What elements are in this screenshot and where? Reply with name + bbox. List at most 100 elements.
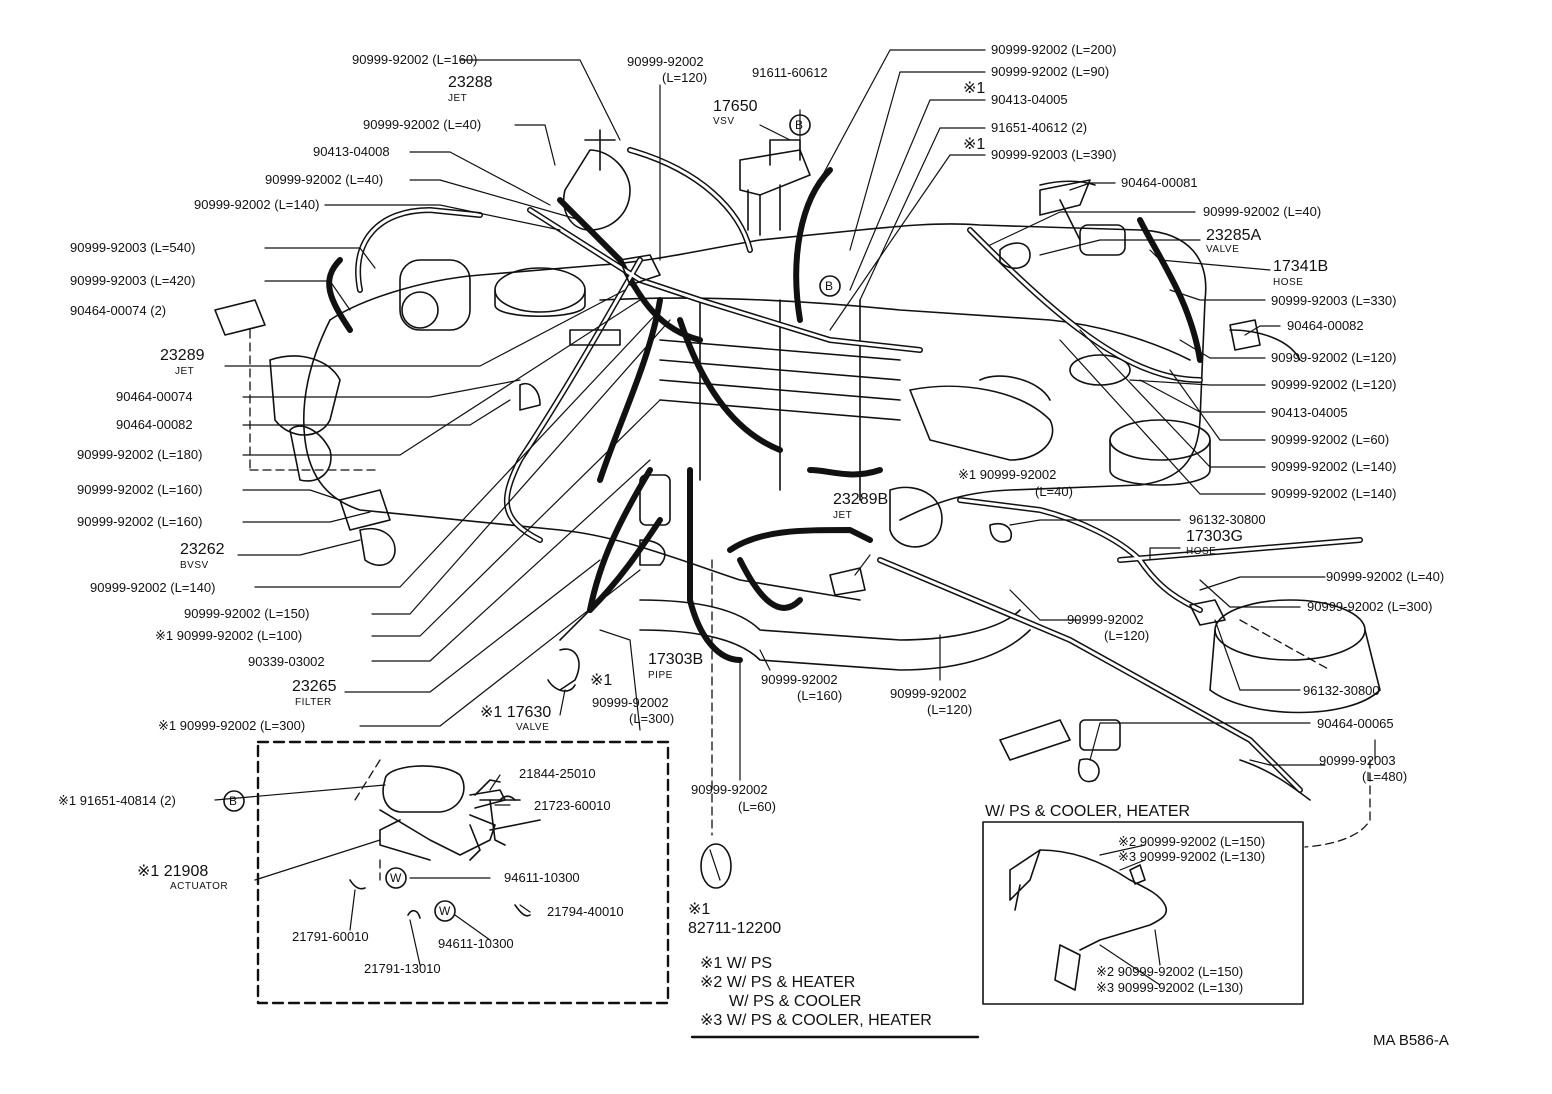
leader-lines — [214, 49, 1376, 986]
label-hose-l40-b: 90999-92002 (L=40) — [265, 172, 384, 187]
label-96132-30800-a: 96132-30800 — [1189, 512, 1266, 527]
label-21844-25010: 21844-25010 — [519, 766, 596, 781]
small-parts — [214, 139, 1311, 801]
label-mark-12200: ※1 — [688, 901, 711, 918]
label-hose-r-l40-b: 90999-92002 (L=40) — [1326, 569, 1445, 584]
label-21723-60010: 21723-60010 — [534, 798, 611, 813]
label-23285a: 23285A — [1206, 227, 1262, 244]
label-hose-r-l480-len: (L=480) — [1362, 769, 1408, 784]
label-82711-12200: 82711-12200 — [688, 920, 782, 937]
label-17303b-sub: PIPE — [648, 670, 673, 681]
inset-box — [982, 821, 1304, 1005]
label-21791-60010: 21791-60010 — [292, 929, 369, 944]
label-hose-b-l160: 90999-92002 — [761, 672, 838, 687]
label-hose-r-l300: 90999-92002 (L=300) — [1307, 599, 1433, 614]
label-hose-l40-a: 90999-92002 (L=40) — [363, 117, 482, 132]
label-hose-m-l40-len: (L=40) — [1035, 484, 1073, 499]
actuator-drawing — [349, 765, 541, 919]
inset-top-hose-130: ※3 90999-92002 (L=130) — [1118, 849, 1266, 864]
label-hose-l140-b: 90999-92002 (L=140) — [90, 580, 216, 595]
label-21908: ※1 21908 — [137, 863, 209, 880]
label-17630: ※1 17630 — [480, 704, 552, 721]
label-hose-r-l140-a: 90999-92002 (L=140) — [1271, 459, 1397, 474]
label-23289: 23289 — [160, 347, 205, 364]
label-23289-sub: JET — [175, 366, 195, 377]
label-clamp-00065: 90464-00065 — [1317, 716, 1394, 731]
label-hose-b-l60: 90999-92002 — [691, 782, 768, 797]
label-mark-04005: ※1 — [963, 80, 986, 97]
label-23285a-sub: VALVE — [1206, 244, 1240, 255]
label-23288: 23288 — [448, 74, 493, 91]
label-hose-l160-top: 90999-92002 (L=160) — [352, 52, 478, 67]
label-96132-30800-b: 96132-30800 — [1303, 683, 1380, 698]
inset-title: W/ PS & COOLER, HEATER — [985, 803, 1191, 820]
label-hose-r-l60: 90999-92002 (L=60) — [1271, 432, 1390, 447]
label-clamp-00074-2: 90464-00074 (2) — [70, 303, 167, 318]
label-17650-sub: VSV — [713, 116, 735, 127]
label-hose-m-l40: ※1 90999-92002 — [958, 467, 1057, 482]
diagram-code: MA B586-A — [1373, 1032, 1449, 1049]
label-21908-sub: ACTUATOR — [170, 881, 229, 892]
label-hose-m-l120-len: (L=120) — [1104, 628, 1150, 643]
label-hose-r-l90: 90999-92002 (L=90) — [991, 64, 1110, 79]
inset-bottom-hose-130: ※3 90999-92002 (L=130) — [1096, 980, 1244, 995]
label-hose-b-l120-len: (L=120) — [927, 702, 973, 717]
label-91651-40612: 91651-40612 (2) — [991, 120, 1088, 135]
engine-drawing — [269, 129, 1381, 761]
label-hose-l160-c: 90999-92002 (L=160) — [77, 514, 203, 529]
label-mark-1-middle: ※1 — [590, 672, 613, 689]
b-marker-2: B — [825, 279, 834, 293]
label-clamp-00074: 90464-00074 — [116, 389, 193, 404]
legend-line-2: ※2 W/ PS & HEATER — [700, 974, 856, 991]
label-mark-390: ※1 — [963, 136, 986, 153]
inset-drawing — [1009, 849, 1168, 991]
label-hose-l140-a: 90999-92002 (L=140) — [194, 197, 320, 212]
label-hose-l540: 90999-92003 (L=540) — [70, 240, 196, 255]
label-23262-sub: BVSV — [180, 560, 209, 571]
inset-bottom-hose-150: ※2 90999-92002 (L=150) — [1096, 964, 1244, 979]
label-17303g-sub: HOSE — [1186, 546, 1217, 557]
label-hose-l300-a: ※1 90999-92002 (L=300) — [158, 718, 306, 733]
legend-line-2b: W/ PS & COOLER — [729, 993, 862, 1010]
marker-circles — [223, 114, 841, 922]
label-90413-04005-a: 90413-04005 — [991, 92, 1068, 107]
label-hose-l100: ※1 90999-92002 (L=100) — [155, 628, 303, 643]
label-17650: 17650 — [713, 98, 758, 115]
label-hose-top-l120: 90999-92002 — [627, 54, 704, 69]
label-hose-r-l140-b: 90999-92002 (L=140) — [1271, 486, 1397, 501]
label-90413-04008: 90413-04008 — [313, 144, 390, 159]
label-23289b-sub: JET — [833, 510, 853, 521]
w-marker-2: W — [439, 904, 451, 918]
label-hose-l420: 90999-92003 (L=420) — [70, 273, 196, 288]
label-hose-r-l200: 90999-92002 (L=200) — [991, 42, 1117, 57]
label-17303b: 17303B — [648, 651, 704, 668]
label-21794-40010: 21794-40010 — [547, 904, 624, 919]
label-hose-r-l120-b: 90999-92002 (L=120) — [1271, 377, 1397, 392]
label-17303g: 17303G — [1186, 528, 1243, 545]
label-hose-b-l120: 90999-92002 — [890, 686, 967, 701]
label-hose-l160-b: 90999-92002 (L=160) — [77, 482, 203, 497]
label-hose-l180: 90999-92002 (L=180) — [77, 447, 203, 462]
label-23262: 23262 — [180, 541, 225, 558]
label-90413-04005-b: 90413-04005 — [1271, 405, 1348, 420]
label-23265-sub: FILTER — [295, 697, 332, 708]
label-hose-r-l390: 90999-92003 (L=390) — [991, 147, 1117, 162]
b-marker-1: B — [795, 118, 804, 132]
label-23288-sub: JET — [448, 93, 468, 104]
label-hose-r-l480: 90999-92003 — [1319, 753, 1396, 768]
label-clamp-00082: 90464-00082 — [116, 417, 193, 432]
label-hose-m-l120: 90999-92002 — [1067, 612, 1144, 627]
label-17630-sub: VALVE — [516, 722, 550, 733]
label-hose-r-l40: 90999-92002 (L=40) — [1203, 204, 1322, 219]
reference-lines — [249, 329, 1371, 881]
label-91651-40814: ※1 91651-40814 (2) — [58, 793, 176, 808]
label-94611-10300-b: 94611-10300 — [438, 936, 514, 951]
legend-line-1: ※1 W/ PS — [700, 955, 773, 972]
label-hose-b-l300: 90999-92002 — [592, 695, 669, 710]
inset-top-hose-150: ※2 90999-92002 (L=150) — [1118, 834, 1266, 849]
label-90339-03002: 90339-03002 — [248, 654, 325, 669]
label-91611-60612: 91611-60612 — [752, 65, 828, 80]
label-hose-b-l60-len: (L=60) — [738, 799, 776, 814]
